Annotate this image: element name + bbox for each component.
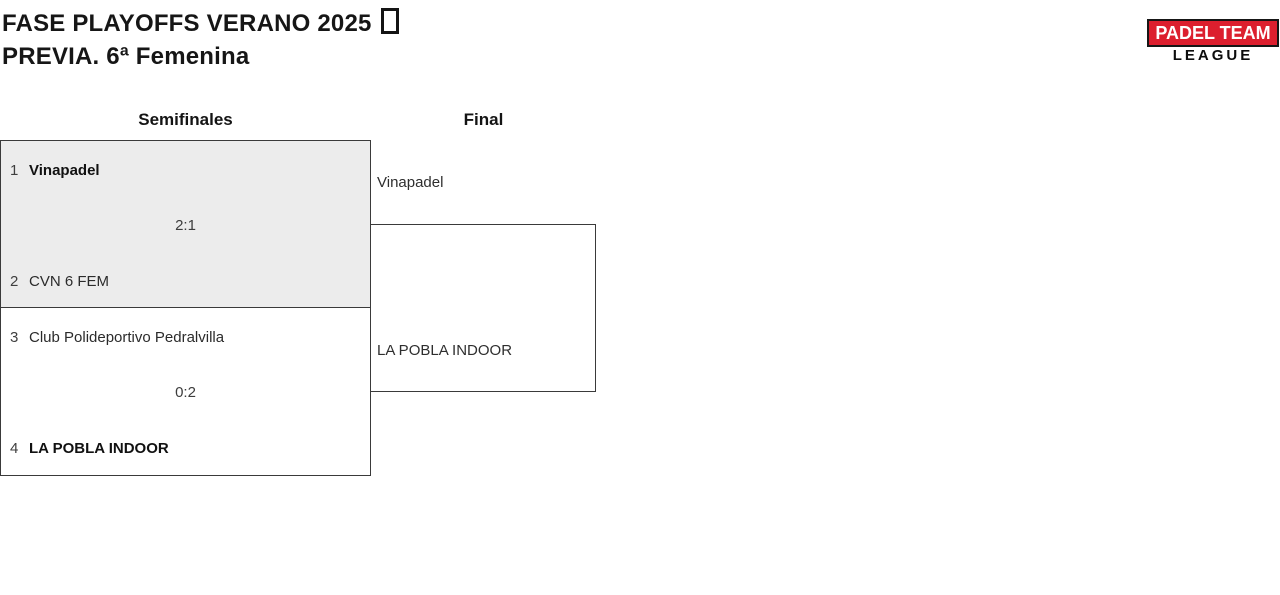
team-name: CVN 6 FEM [29, 272, 109, 292]
team-name: Club Polideportivo Pedralvilla [29, 328, 224, 348]
page-title-line1-text: FASE PLAYOFFS VERANO 2025 [2, 10, 372, 37]
match-box-final[interactable] [370, 224, 596, 392]
missing-glyph-icon [381, 8, 399, 34]
team-row: 3 Club Polideportivo Pedralvilla [10, 328, 361, 348]
team-name: Vinapadel [29, 161, 100, 181]
team-seed: 4 [10, 439, 22, 459]
team-seed: 3 [10, 328, 22, 348]
page-title-line2: PREVIA. 6ª Femenina [2, 40, 399, 73]
final-team-away: LA POBLA INDOOR [377, 341, 512, 361]
logo-top-text: PADEL TEAM [1147, 19, 1279, 47]
team-name: LA POBLA INDOOR [29, 439, 169, 459]
team-row: 4 LA POBLA INDOOR [10, 439, 361, 459]
match-box-semifinal-1[interactable]: 1 Vinapadel 2:1 2 CVN 6 FEM [0, 140, 371, 308]
page-title: FASE PLAYOFFS VERANO 2025 PREVIA. 6ª Fem… [2, 7, 399, 73]
team-row: 2 CVN 6 FEM [10, 272, 361, 292]
team-seed: 1 [10, 161, 22, 181]
match-score: 2:1 [1, 216, 370, 236]
final-team-home: Vinapadel [377, 173, 443, 193]
round-header-semifinales: Semifinales [0, 109, 371, 131]
logo-bottom-text: LEAGUE [1147, 48, 1279, 63]
match-score: 0:2 [1, 383, 370, 403]
team-seed: 2 [10, 272, 22, 292]
match-box-semifinal-2[interactable]: 3 Club Polideportivo Pedralvilla 0:2 4 L… [0, 307, 371, 476]
team-row: 1 Vinapadel [10, 161, 361, 181]
padel-team-league-logo[interactable]: PADEL TEAM LEAGUE [1147, 19, 1279, 63]
round-header-final: Final [370, 109, 597, 131]
page-title-line1: FASE PLAYOFFS VERANO 2025 [2, 7, 399, 40]
